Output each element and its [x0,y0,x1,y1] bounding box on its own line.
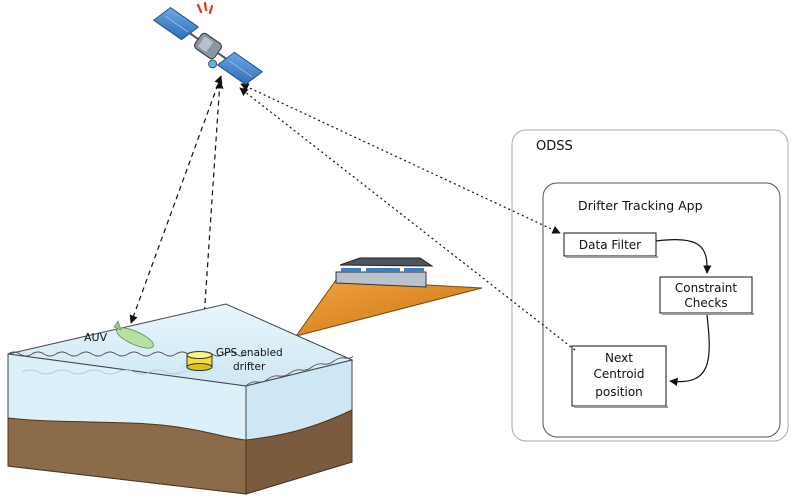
signal-icon [196,1,214,15]
filter-to-constraint-arrow [655,239,712,274]
centroid-label-3: position [595,385,643,399]
data-filter-label: Data Filter [579,238,641,252]
constraint-checks-node[interactable]: Constraint Checks [659,276,754,315]
data-filter-node[interactable]: Data Filter [563,232,658,258]
constraint-to-centroid-arrow [669,314,710,387]
constraint-label-2: Checks [684,296,727,310]
auv-label: AUV [84,331,108,344]
next-centroid-node[interactable]: Next Centroid position [571,345,668,408]
satellite-icon [152,6,264,86]
satellite-to-auv-link [129,75,223,324]
app-title: Drifter Tracking App [578,198,703,213]
drifter-label-2: drifter [233,361,266,373]
satellite-to-filter-link [240,83,561,234]
centroid-label-2: Centroid [593,367,644,381]
centroid-label-1: Next [605,351,633,365]
drifter-icon [179,351,219,374]
centroid-to-satellite-link [239,87,576,351]
constraint-label-1: Constraint [675,281,738,295]
ship-icon [294,257,483,337]
drifter-label-1: GPS enabled [216,347,283,359]
ocean-block [7,303,354,495]
odss-title: ODSS [536,139,573,154]
auv-icon [113,320,154,349]
